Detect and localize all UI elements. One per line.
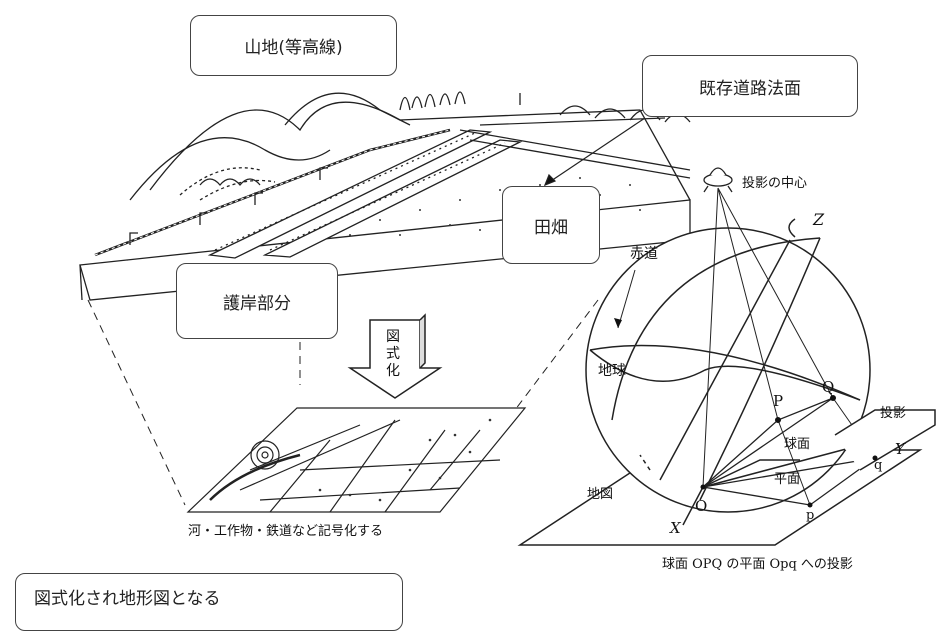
label-point-q: q xyxy=(874,458,883,473)
label-origin-O: O xyxy=(695,497,708,515)
projection-center-icon xyxy=(703,167,733,193)
symbolized-map xyxy=(186,407,527,513)
label-x: X xyxy=(670,519,681,537)
callout-embankment: 護岸部分 xyxy=(176,263,338,339)
map-caption: 河・工作物・鉄道など記号化する xyxy=(188,524,384,539)
arrow-char-1: 図 xyxy=(386,329,400,345)
x-axis xyxy=(682,486,704,526)
embankment-2 xyxy=(262,139,523,258)
label-projection-center: 投影の中心 xyxy=(742,176,808,191)
equator-line xyxy=(589,344,861,401)
callout-field: 田畑 xyxy=(502,186,600,264)
callout-pointers xyxy=(479,117,666,187)
callout-mountain: 山地(等高線) xyxy=(190,15,397,76)
label-sphere-surface: 球面 xyxy=(784,437,811,452)
label-map: 地図 xyxy=(587,487,614,502)
transform-arrow xyxy=(347,313,443,399)
arrow-char-2: 式 xyxy=(386,346,400,362)
mountain-center xyxy=(284,92,411,126)
globe-caption: 球面 OPQ の平面 Opq への投影 xyxy=(662,557,853,572)
label-projection: 投影 xyxy=(880,406,907,421)
label-y: Y xyxy=(895,440,905,458)
trees xyxy=(399,91,466,111)
label-point-Q: Q xyxy=(822,378,835,396)
embankment-1 xyxy=(207,129,493,259)
arrow-char-3: 化 xyxy=(386,363,400,379)
road-lines xyxy=(459,129,691,179)
label-z: Z xyxy=(813,210,825,229)
label-plane: 平面 xyxy=(774,472,801,487)
globe-projection xyxy=(517,167,936,546)
mountain-left xyxy=(129,137,331,201)
label-equator: 赤道 xyxy=(630,246,658,262)
label-point-p: p xyxy=(806,508,815,523)
label-point-P: P xyxy=(773,392,784,410)
callout-road-slope: 既存道路法面 xyxy=(642,55,858,117)
label-earth: 地球 xyxy=(598,363,626,379)
callout-result: 図式化され地形図となる xyxy=(15,573,403,631)
